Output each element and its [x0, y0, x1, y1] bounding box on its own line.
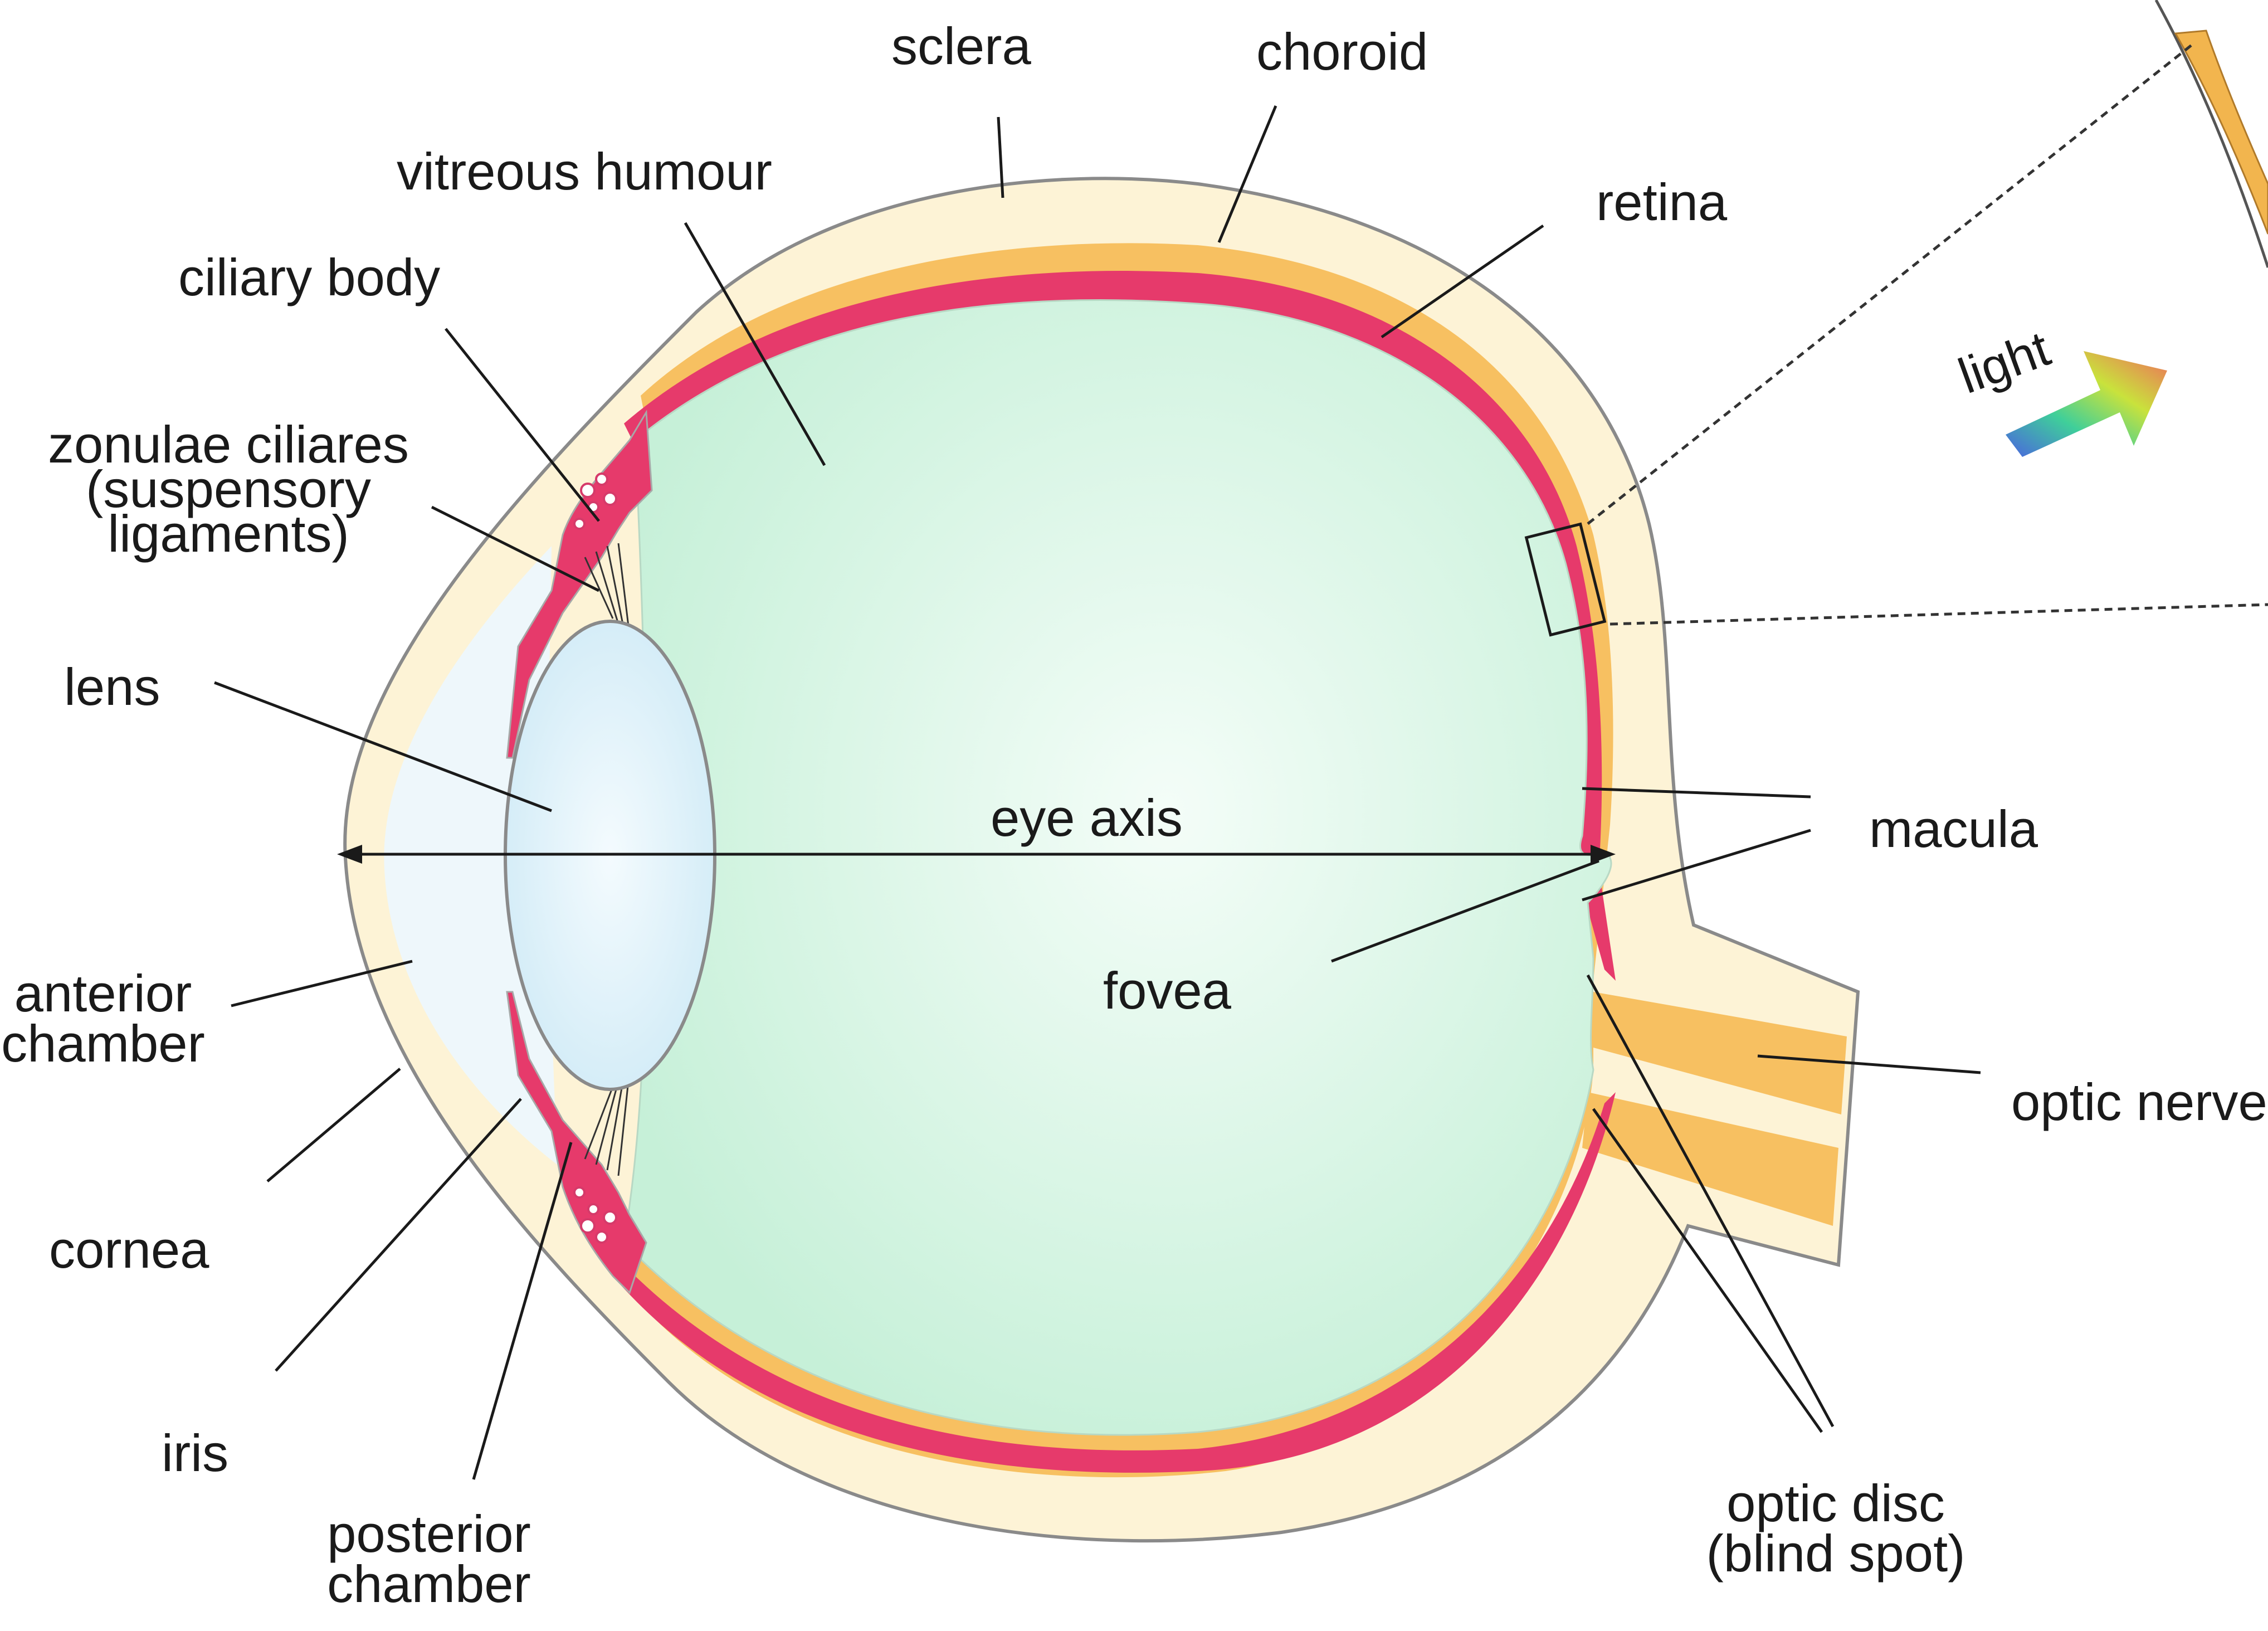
label-optic-disc-line2: (blind spot) — [1706, 1524, 1965, 1583]
projection-line-upper — [1588, 45, 2192, 524]
label-vitreous-humour: vitreous humour — [397, 142, 772, 201]
label-macula: macula — [1869, 800, 2038, 858]
label-choroid: choroid — [1256, 22, 1428, 81]
label-fovea: fovea — [1103, 961, 1232, 1020]
label-retina: retina — [1596, 173, 1728, 231]
vitreous-humour-body — [624, 300, 1611, 1435]
retina-inset-layers — [2176, 31, 2268, 234]
label-ciliary-body: ciliary body — [178, 248, 440, 306]
label-anterior-chamber-line2: chamber — [1, 1014, 205, 1073]
label-sclera: sclera — [891, 17, 1031, 75]
projection-line-lower — [1610, 605, 2268, 624]
label-eye-axis: eye axis — [991, 788, 1183, 847]
label-cornea: cornea — [49, 1220, 209, 1279]
label-zonulae-line3: ligaments) — [108, 504, 349, 563]
label-posterior-chamber-line2: chamber — [327, 1555, 531, 1613]
label-lens: lens — [64, 658, 160, 716]
leader-iris — [276, 1099, 521, 1371]
retina-inset-edge — [2156, 0, 2268, 267]
label-light: light — [1952, 321, 2057, 405]
leader-ciliary-body — [446, 329, 599, 521]
label-iris: iris — [162, 1424, 228, 1482]
leader-cornea — [267, 1069, 400, 1181]
label-optic-nerve: optic nerve — [2011, 1073, 2267, 1131]
